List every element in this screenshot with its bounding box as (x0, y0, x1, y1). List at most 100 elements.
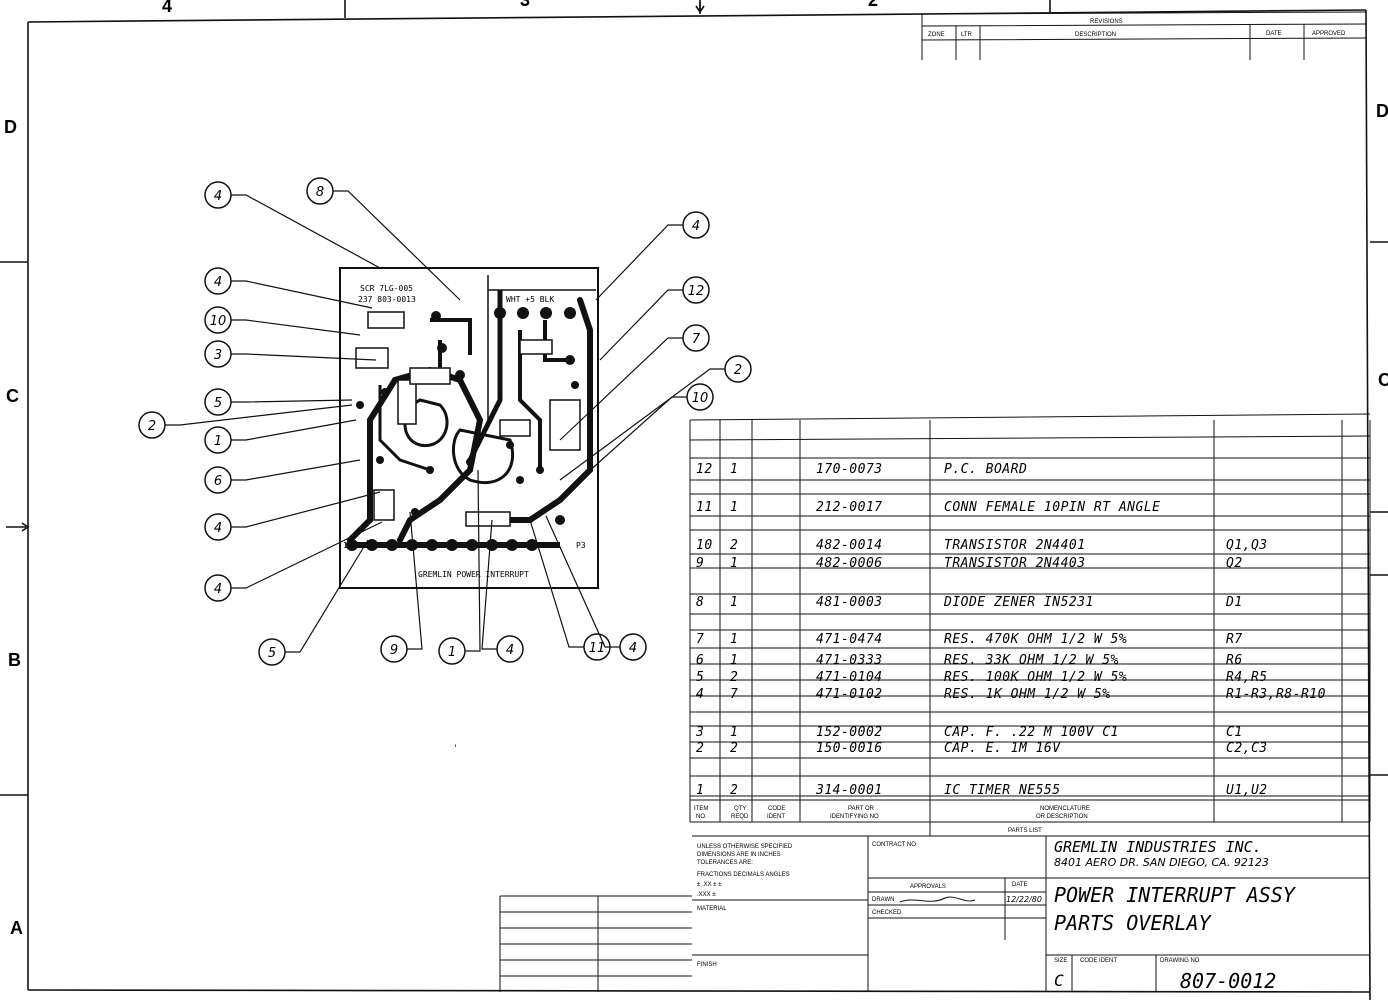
callout-bubble: 4 (204, 181, 381, 269)
pl-part-no: 481-0003 (816, 595, 883, 610)
pl-part-no: 170-0073 (816, 462, 883, 477)
pl-item-no: 7 (696, 632, 704, 647)
pl-reference: D1 (1225, 595, 1243, 610)
pl-item-no: 3 (695, 725, 704, 740)
title-block-grid (499, 835, 1370, 992)
pl-item-no: 9 (696, 556, 704, 571)
parts-list-grid (689, 413, 1371, 836)
callout-bubble: 4 (595, 211, 710, 301)
callout-bubble: 12 (599, 276, 710, 361)
callout-label: 4 (506, 643, 514, 658)
size-label: SIZE (1054, 958, 1067, 964)
pl-item-no: 1 (696, 783, 704, 798)
callout-bubble: 9 (380, 511, 423, 663)
pl-qty: 1 (730, 653, 738, 668)
zone-top-3: 3 (520, 0, 530, 10)
pl-header-code-1: CODE (768, 806, 785, 812)
callout-bubble: 4 (481, 519, 524, 663)
pl-item-no: 2 (696, 741, 704, 756)
pl-description: RES. 470K OHM 1/2 W 5% (944, 632, 1127, 647)
callout-bubble: 1 (438, 469, 481, 665)
board-silk-wire-colors: WHT +5 BLK (506, 295, 554, 304)
pl-part-no: 482-0014 (816, 538, 883, 553)
pl-reference: Q2 (1226, 556, 1243, 571)
zone-left-a: A (10, 918, 23, 938)
approvals-label: APPROVALS (910, 884, 946, 890)
pl-description: RES. 1K OHM 1/2 W 5% (944, 687, 1111, 702)
rev-header-approved: APPROVED (1312, 31, 1346, 37)
callout-label: 5 (214, 396, 222, 411)
pl-description: TRANSISTOR 2N4401 (944, 538, 1086, 553)
pcb-board (339, 267, 599, 589)
callout-label: 2 (148, 419, 156, 434)
callout-label: 4 (692, 219, 700, 234)
pl-header-item-2: NO. (696, 814, 707, 820)
callout-label: 10 (210, 314, 227, 329)
date-label: DATE (1012, 882, 1028, 888)
rev-header-description: DESCRIPTION (1075, 32, 1116, 38)
pl-part-no: 212-0017 (816, 500, 883, 515)
zone-right-d: D (1376, 101, 1388, 121)
pl-header-item-1: ITEM (694, 806, 708, 812)
drawing-no-label: DRAWING NO (1160, 958, 1200, 964)
pl-part-no: 314-0001 (815, 783, 883, 798)
drawn-signature (899, 896, 976, 903)
pl-description: CAP. F. .22 M 100V C1 (944, 725, 1119, 740)
pl-qty: 2 (730, 783, 738, 798)
callout-bubble: 5 (204, 388, 353, 416)
callout-label: 4 (629, 641, 637, 656)
callout-label: 11 (589, 641, 606, 656)
callout-label: 10 (692, 391, 709, 406)
pl-part-no: 471-0102 (816, 687, 883, 702)
callout-bubble: 3 (204, 340, 377, 368)
pl-header-part-1: PART OR (848, 806, 875, 812)
board-silk-p3: P3 (576, 541, 586, 550)
pl-header-qty-1: QTY (734, 806, 746, 812)
finish-label: FINISH (697, 962, 717, 968)
company-address: 8401 AERO DR. SAN DIEGO, CA. 92123 (1054, 856, 1269, 869)
pl-reference: Q1,Q3 (1226, 538, 1268, 553)
callout-bubble: 11 (529, 519, 611, 661)
callout-bubble: 10 (567, 383, 714, 491)
zone-left-b: B (8, 650, 21, 670)
callout-label: 4 (214, 275, 222, 290)
drawn-label: DRAWN (872, 897, 894, 903)
tolerance-line-5: ± .XX ± ± (697, 882, 722, 888)
pl-qty: 2 (730, 670, 738, 685)
checked-label: CHECKED (872, 910, 902, 916)
callout-label: 4 (214, 189, 222, 204)
drawing-title-2: PARTS OVERLAY (1054, 911, 1212, 935)
rev-header-date: DATE (1266, 31, 1282, 37)
callout-label: 12 (688, 284, 705, 299)
drawing-size: C (1054, 971, 1064, 990)
callout-bubble: 7 (559, 324, 710, 441)
callout-bubble: 8 (306, 177, 461, 301)
board-silk-name: GREMLIN POWER INTERRUPT (418, 570, 529, 579)
pl-reference: R4,R5 (1226, 670, 1268, 685)
rev-header-zone: ZONE (928, 32, 945, 38)
drawing-number: 807-0012 (1180, 969, 1276, 993)
material-label: MATERIAL (697, 906, 727, 912)
pl-qty: 2 (730, 538, 738, 553)
drawn-date: 12/22/80 (1006, 895, 1042, 904)
pl-description: CONN FEMALE 10PIN RT ANGLE (944, 500, 1161, 515)
pl-reference: C1 (1226, 725, 1243, 740)
pl-description: RES. 100K OHM 1/2 W 5% (944, 670, 1127, 685)
callout-label: 4 (214, 521, 222, 536)
pl-part-no: 471-0104 (816, 670, 883, 685)
tolerance-line-3: TOLERANCES ARE: (697, 860, 753, 866)
callout-label: 2 (734, 363, 742, 378)
pl-description: DIODE ZENER IN5231 (943, 595, 1094, 610)
pl-item-no: 8 (696, 595, 704, 610)
zone-right-c: C (1378, 370, 1388, 390)
pl-part-no: 152-0002 (816, 725, 883, 740)
pl-item-no: 11 (696, 500, 713, 515)
pl-description: RES. 33K OHM 1/2 W 5% (944, 653, 1119, 668)
pl-item-no: 12 (696, 462, 713, 477)
pl-qty: 1 (730, 556, 738, 571)
pl-reference: R7 (1226, 632, 1243, 647)
callout-bubble: 6 (204, 459, 361, 494)
callout-bubble: 2 (138, 404, 353, 439)
